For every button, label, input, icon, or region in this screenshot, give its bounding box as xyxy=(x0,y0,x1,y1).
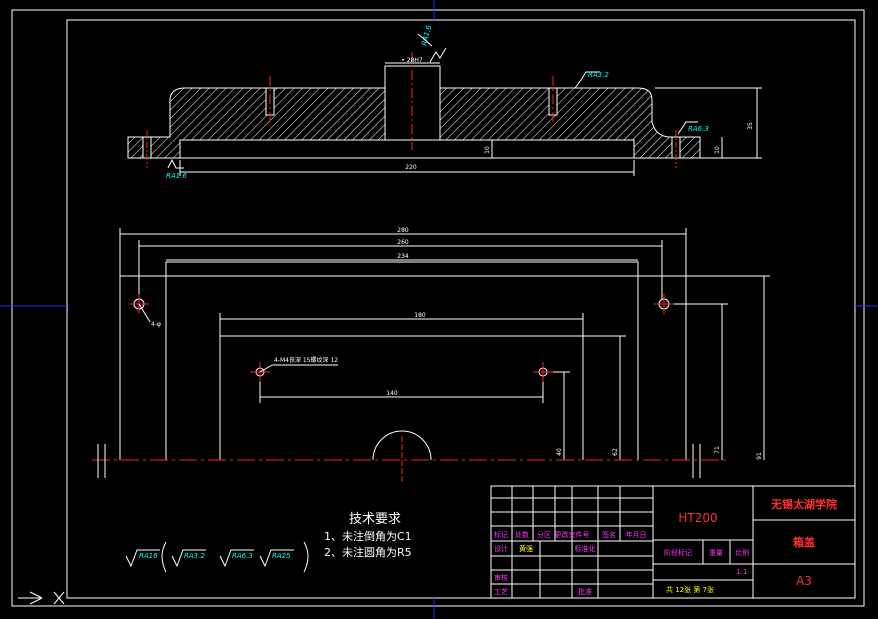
lbl-scale: 比例 xyxy=(735,548,749,557)
dim-40: 40 xyxy=(556,448,563,456)
dim-91: 91 xyxy=(756,452,763,460)
note-tapped: 4-M4丧深 15螺纹深 12 xyxy=(274,356,338,364)
lbl-standardize: 标准化 xyxy=(575,544,596,553)
finish-legend-c: RA25 xyxy=(272,552,291,560)
finish-legend-main: RA16 xyxy=(139,552,158,560)
finish-flange-left: RA1.6 xyxy=(166,172,187,180)
hdr-doc: 更改文件号 xyxy=(555,530,590,539)
designer-name: 黄强 xyxy=(519,544,533,553)
finish-legend-b: RA6.3 xyxy=(232,552,253,560)
dim-234: 234 xyxy=(397,253,409,260)
plan-view xyxy=(92,228,770,484)
origin-marker xyxy=(18,591,65,605)
finish-top: RA3.2 xyxy=(588,71,609,79)
dim-bore: • 28H7 xyxy=(401,57,423,64)
school-name: 无锡太湖学院 xyxy=(770,497,837,511)
lbl-approve: 批准 xyxy=(578,587,592,596)
lbl-design: 设计 xyxy=(494,544,508,553)
dim-10-left: 10 xyxy=(484,146,491,154)
hdr-date: 年月日 xyxy=(626,530,647,539)
tech-req-line1: 1、未注倒角为C1 xyxy=(324,529,412,543)
dim-62: 62 xyxy=(612,448,619,456)
sheet-size: A3 xyxy=(796,574,812,588)
lbl-weight: 重量 xyxy=(709,549,723,557)
dim-35: 35 xyxy=(747,122,754,130)
part-name: 箱盖 xyxy=(793,535,815,549)
section-view xyxy=(127,52,762,176)
dim-71: 71 xyxy=(714,446,721,454)
tech-req-line2: 2、未注圆角为R5 xyxy=(324,545,412,559)
finish-legend-symbols xyxy=(125,541,309,573)
lbl-process: 工艺 xyxy=(494,588,508,596)
note-holes: 4-φ xyxy=(151,321,161,328)
lbl-review: 审核 xyxy=(494,573,508,582)
lbl-stage: 阶段标记 xyxy=(664,548,692,557)
finish-flange-right: RA6.3 xyxy=(688,125,709,133)
finish-legend-a: RA3.2 xyxy=(184,552,205,560)
hdr-mark: 标记 xyxy=(494,530,508,539)
title-block xyxy=(490,485,856,599)
dim-280: 280 xyxy=(397,227,409,234)
hdr-sign: 签名 xyxy=(602,530,616,539)
finish-bore: RA1.6 xyxy=(420,24,433,47)
material: HT200 xyxy=(678,511,717,525)
hdr-zone: 分区 xyxy=(537,530,551,539)
finish-symbols-top xyxy=(167,33,698,169)
dim-10-right: 10 xyxy=(714,146,721,154)
sheet-count: 共 12张 第 7张 xyxy=(666,585,714,594)
dim-220: 220 xyxy=(405,164,417,171)
dim-260: 260 xyxy=(397,239,409,246)
scale-value: 1:1 xyxy=(736,568,747,576)
dim-180: 180 xyxy=(414,312,426,319)
hdr-count: 处数 xyxy=(515,530,529,539)
dim-140: 140 xyxy=(386,390,398,397)
tech-req-title: 技术要求 xyxy=(349,512,401,527)
